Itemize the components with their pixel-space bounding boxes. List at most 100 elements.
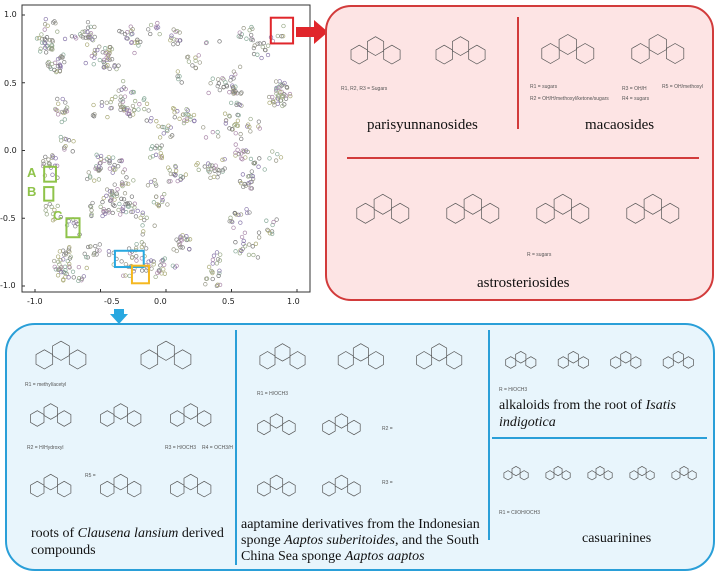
data-point xyxy=(113,94,118,99)
data-point xyxy=(216,168,222,173)
data-point xyxy=(215,129,220,135)
data-point xyxy=(222,157,227,162)
data-point xyxy=(247,210,252,215)
data-point xyxy=(86,170,91,175)
r-group-note: R = sugars xyxy=(527,252,552,258)
data-point xyxy=(266,94,272,100)
cluster-label-c: C xyxy=(53,208,63,223)
data-point xyxy=(91,102,96,108)
ring xyxy=(127,480,142,498)
data-point xyxy=(203,282,208,287)
data-point xyxy=(54,69,60,74)
data-point xyxy=(63,268,68,273)
data-point xyxy=(271,100,276,105)
data-point xyxy=(43,16,48,22)
data-point xyxy=(235,118,241,123)
data-point xyxy=(216,81,222,86)
data-point xyxy=(43,50,49,55)
structure-astrosteriosides xyxy=(356,193,680,224)
data-point xyxy=(95,47,100,53)
data-point xyxy=(106,249,112,254)
data-point xyxy=(62,145,67,150)
data-point xyxy=(233,89,238,94)
data-point xyxy=(124,107,130,113)
data-point xyxy=(231,76,236,81)
data-point xyxy=(206,264,212,270)
data-point xyxy=(92,47,98,53)
ring xyxy=(282,481,296,497)
data-point xyxy=(125,204,131,209)
data-point xyxy=(49,61,55,67)
data-point xyxy=(183,112,188,117)
structure-carbazoles xyxy=(30,403,212,427)
data-point xyxy=(68,254,73,259)
data-point xyxy=(43,154,48,160)
data-point xyxy=(233,240,238,245)
data-point xyxy=(108,45,113,50)
data-point xyxy=(109,97,115,102)
data-point xyxy=(288,93,293,99)
data-point xyxy=(239,90,244,95)
data-point xyxy=(58,134,63,140)
ring xyxy=(257,481,271,497)
ring xyxy=(643,193,662,215)
data-point xyxy=(247,173,252,179)
data-point xyxy=(83,254,89,260)
data-point xyxy=(116,88,121,93)
clausena-caption: roots of Clausena lansium derived compou… xyxy=(31,526,224,558)
data-point xyxy=(210,76,215,81)
data-point xyxy=(161,124,166,130)
data-point xyxy=(84,265,89,271)
ring xyxy=(511,465,521,477)
data-point xyxy=(252,160,258,165)
ring xyxy=(553,193,572,215)
data-point xyxy=(280,34,286,39)
data-point xyxy=(248,129,253,134)
r-group-note: R3 = xyxy=(382,480,393,486)
r-group-note: R1 = Cl/OH/OCH3 xyxy=(499,510,540,516)
data-point xyxy=(154,119,159,124)
data-point xyxy=(111,167,117,172)
data-point xyxy=(135,39,140,44)
data-point xyxy=(135,208,140,214)
data-point xyxy=(233,150,238,155)
data-point xyxy=(162,262,167,267)
data-point xyxy=(250,244,255,249)
data-point xyxy=(92,50,97,56)
data-point xyxy=(83,60,88,66)
data-point xyxy=(161,131,166,136)
data-point xyxy=(157,269,162,274)
ring xyxy=(630,356,642,369)
ring xyxy=(347,481,361,497)
data-point xyxy=(52,67,57,73)
data-point xyxy=(193,65,199,71)
ring xyxy=(383,44,401,65)
ring xyxy=(57,410,72,427)
data-point xyxy=(250,37,256,43)
r-group-note: R3 = OH/H xyxy=(622,86,647,92)
data-point xyxy=(129,90,134,95)
data-point xyxy=(148,22,154,28)
data-point xyxy=(244,207,249,212)
data-point xyxy=(184,118,189,123)
data-point xyxy=(193,55,198,60)
data-point xyxy=(85,25,91,30)
data-point xyxy=(152,223,157,228)
data-point xyxy=(217,282,223,288)
data-point xyxy=(110,210,115,216)
data-point xyxy=(47,38,53,43)
ring xyxy=(587,470,597,481)
data-point xyxy=(210,257,216,262)
ring xyxy=(446,202,465,224)
data-point xyxy=(270,149,275,154)
data-point xyxy=(249,169,254,174)
data-point xyxy=(117,102,123,107)
ring xyxy=(679,465,689,477)
data-point xyxy=(118,212,123,217)
ring xyxy=(337,351,354,370)
data-point xyxy=(134,241,139,247)
data-point xyxy=(259,55,264,61)
data-point xyxy=(279,98,284,103)
data-point xyxy=(140,210,145,215)
data-point xyxy=(233,142,238,147)
